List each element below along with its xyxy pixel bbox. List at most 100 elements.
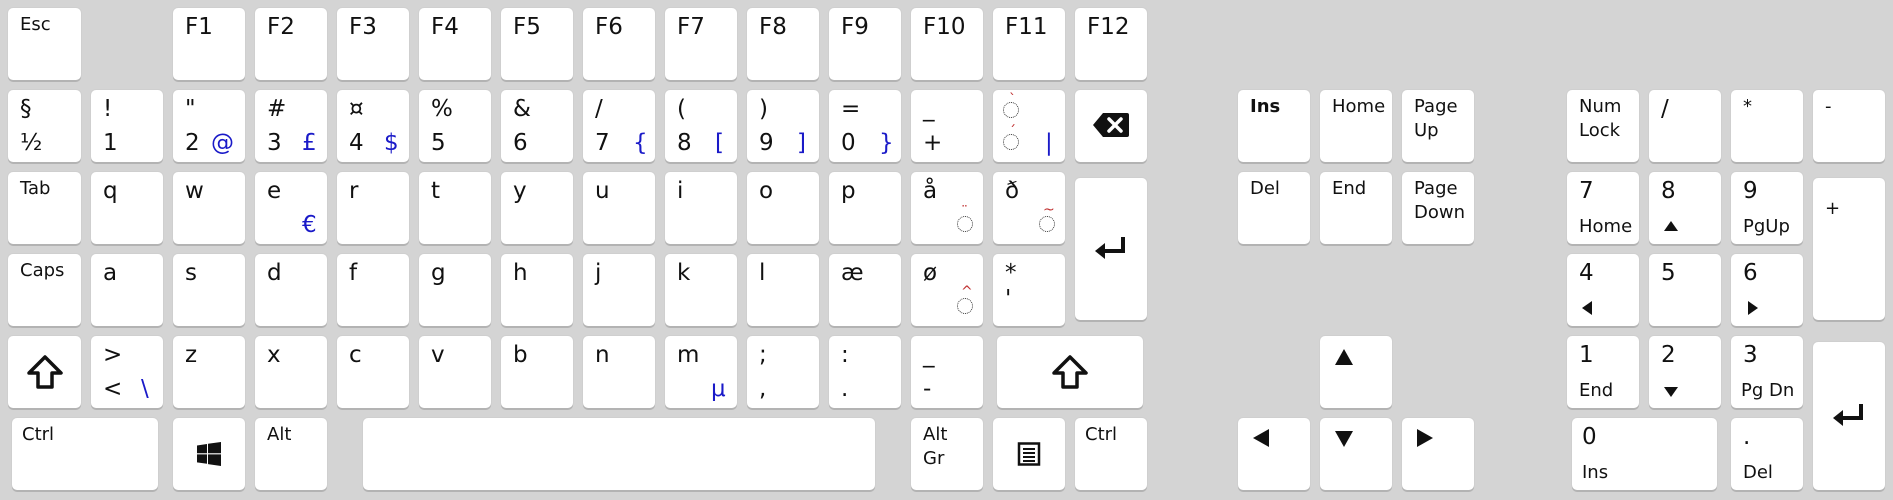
key-f11[interactable]: F11 (993, 8, 1065, 80)
key-0[interactable]: = 0 } (829, 90, 901, 162)
key-numpad-8[interactable]: 8 (1649, 172, 1721, 244)
key-s[interactable]: s (173, 254, 245, 326)
key-numpad-decimal[interactable]: . Del (1731, 418, 1803, 490)
key-minus[interactable]: _ - (911, 336, 983, 408)
key-arrow-right[interactable] (1402, 418, 1474, 490)
key-numpad-7[interactable]: 7 Home (1567, 172, 1639, 244)
key-numpad-4[interactable]: 4 (1567, 254, 1639, 326)
key-right-shift[interactable] (997, 336, 1143, 408)
key-t[interactable]: t (419, 172, 491, 244)
key-f3[interactable]: F3 (337, 8, 409, 80)
key-a[interactable]: a (91, 254, 163, 326)
key-comma[interactable]: ; , (747, 336, 819, 408)
key-c[interactable]: c (337, 336, 409, 408)
key-d[interactable]: d (255, 254, 327, 326)
key-home[interactable]: Home (1320, 90, 1392, 162)
key-backspace[interactable] (1075, 90, 1147, 162)
key-4[interactable]: ¤ 4 $ (337, 90, 409, 162)
key-7[interactable]: / 7 { (583, 90, 655, 162)
key-1[interactable]: ! 1 (91, 90, 163, 162)
key-n[interactable]: n (583, 336, 655, 408)
key-3[interactable]: # 3 £ (255, 90, 327, 162)
key-g[interactable]: g (419, 254, 491, 326)
key-v[interactable]: v (419, 336, 491, 408)
key-numpad-1[interactable]: 1 End (1567, 336, 1639, 408)
key-insert[interactable]: Ins (1238, 90, 1310, 162)
key-u[interactable]: u (583, 172, 655, 244)
key-f9[interactable]: F9 (829, 8, 901, 80)
key-j[interactable]: j (583, 254, 655, 326)
key-f12[interactable]: F12 (1075, 8, 1147, 80)
key-page-up[interactable]: Page Up (1402, 90, 1474, 162)
key-numpad-5[interactable]: 5 (1649, 254, 1721, 326)
key-numpad-6[interactable]: 6 (1731, 254, 1803, 326)
key-left-shift[interactable] (8, 336, 81, 408)
key-enter[interactable] (1075, 178, 1147, 320)
key-section-half[interactable]: § ½ (8, 90, 81, 162)
key-f7[interactable]: F7 (665, 8, 737, 80)
key-arrow-up[interactable] (1320, 336, 1392, 408)
key-p[interactable]: p (829, 172, 901, 244)
key-space[interactable] (363, 418, 875, 490)
key-f[interactable]: f (337, 254, 409, 326)
key-a-ring[interactable]: å ¨ (911, 172, 983, 244)
key-numpad-0[interactable]: 0 Ins (1572, 418, 1717, 490)
key-menu[interactable] (993, 418, 1065, 490)
key-f6[interactable]: F6 (583, 8, 655, 80)
key-f8[interactable]: F8 (747, 8, 819, 80)
key-f10[interactable]: F10 (911, 8, 983, 80)
key-esc[interactable]: Esc (8, 8, 81, 80)
key-numpad-enter[interactable] (1813, 342, 1885, 490)
key-k[interactable]: k (665, 254, 737, 326)
key-plus[interactable]: _ + (911, 90, 983, 162)
key-9[interactable]: ) 9 ] (747, 90, 819, 162)
key-caps-lock[interactable]: Caps (8, 254, 81, 326)
key-numpad-divide[interactable]: / (1649, 90, 1721, 162)
key-q[interactable]: q (91, 172, 163, 244)
key-h[interactable]: h (501, 254, 573, 326)
key-f1[interactable]: F1 (173, 8, 245, 80)
key-num-lock[interactable]: Num Lock (1567, 90, 1639, 162)
key-numpad-3[interactable]: 3 Pg Dn (1731, 336, 1803, 408)
key-i[interactable]: i (665, 172, 737, 244)
key-numpad-add[interactable]: + (1813, 178, 1885, 320)
key-e[interactable]: e € (255, 172, 327, 244)
key-right-ctrl[interactable]: Ctrl (1075, 418, 1147, 490)
key-6[interactable]: & 6 (501, 90, 573, 162)
key-f5[interactable]: F5 (501, 8, 573, 80)
key-numpad-multiply[interactable]: * (1731, 90, 1803, 162)
key-b[interactable]: b (501, 336, 573, 408)
key-8[interactable]: ( 8 [ (665, 90, 737, 162)
key-2[interactable]: " 2 @ (173, 90, 245, 162)
key-delete[interactable]: Del (1238, 172, 1310, 244)
key-apostrophe[interactable]: * ' (993, 254, 1065, 326)
key-numpad-2[interactable]: 2 (1649, 336, 1721, 408)
key-x[interactable]: x (255, 336, 327, 408)
key-w[interactable]: w (173, 172, 245, 244)
key-f2[interactable]: F2 (255, 8, 327, 80)
key-tab[interactable]: Tab (8, 172, 81, 244)
key-r[interactable]: r (337, 172, 409, 244)
key-numpad-subtract[interactable]: - (1813, 90, 1885, 162)
key-o-slash[interactable]: ø ^ (911, 254, 983, 326)
key-y[interactable]: y (501, 172, 573, 244)
key-numpad-9[interactable]: 9 PgUp (1731, 172, 1803, 244)
key-m[interactable]: m μ (665, 336, 737, 408)
key-windows[interactable] (173, 418, 245, 490)
key-left-ctrl[interactable]: Ctrl (12, 418, 158, 490)
key-acute-grave[interactable]: ` ´ | (993, 90, 1065, 162)
key-ae[interactable]: æ (829, 254, 901, 326)
key-f4[interactable]: F4 (419, 8, 491, 80)
key-eth[interactable]: ð ~ (993, 172, 1065, 244)
key-left-alt[interactable]: Alt (255, 418, 327, 490)
key-end[interactable]: End (1320, 172, 1392, 244)
key-less-than[interactable]: > < \ (91, 336, 163, 408)
key-arrow-left[interactable] (1238, 418, 1310, 490)
key-period[interactable]: : . (829, 336, 901, 408)
key-page-down[interactable]: Page Down (1402, 172, 1474, 244)
key-l[interactable]: l (747, 254, 819, 326)
key-o[interactable]: o (747, 172, 819, 244)
key-arrow-down[interactable] (1320, 418, 1392, 490)
key-5[interactable]: % 5 (419, 90, 491, 162)
key-z[interactable]: z (173, 336, 245, 408)
